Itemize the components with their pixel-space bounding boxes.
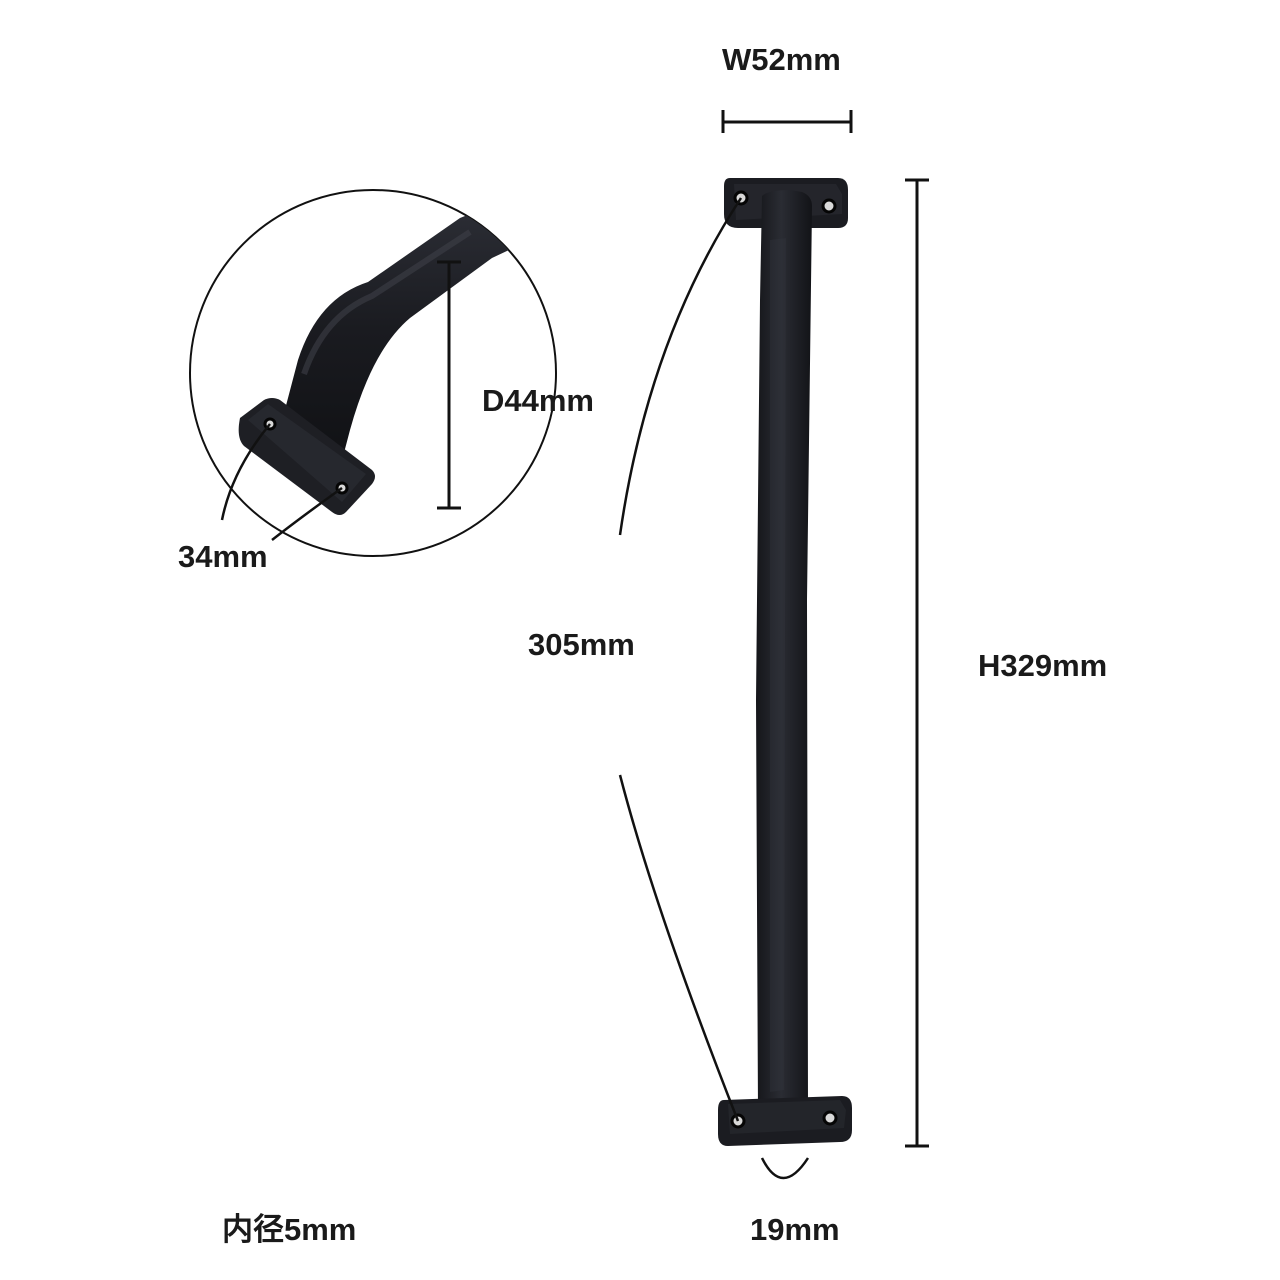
grip-bar: [756, 190, 812, 1112]
hole-top-right: [821, 198, 837, 214]
side-view-detail: [189, 189, 557, 557]
hole-pitch-label: 34mm: [178, 539, 268, 574]
height-label: H329mm: [978, 648, 1108, 683]
inner-length-label: 305mm: [528, 627, 635, 662]
inner-length-leaders: [618, 197, 743, 1122]
depth-dimension-line: [437, 260, 461, 510]
hole-pitch-leaders: [220, 423, 343, 541]
side-arm: [278, 190, 556, 468]
hole-diameter-label: 内径5mm: [222, 1212, 357, 1247]
bar-width-label: 19mm: [750, 1212, 840, 1247]
height-dimension-line: [905, 178, 929, 1148]
handle-front-view: [718, 178, 852, 1146]
bar-width-arc: [760, 1157, 810, 1180]
depth-label: D44mm: [482, 383, 594, 418]
width-dimension-line: [721, 110, 853, 133]
hole-bottom-right: [822, 1110, 838, 1126]
width-label: W52mm: [722, 42, 841, 77]
